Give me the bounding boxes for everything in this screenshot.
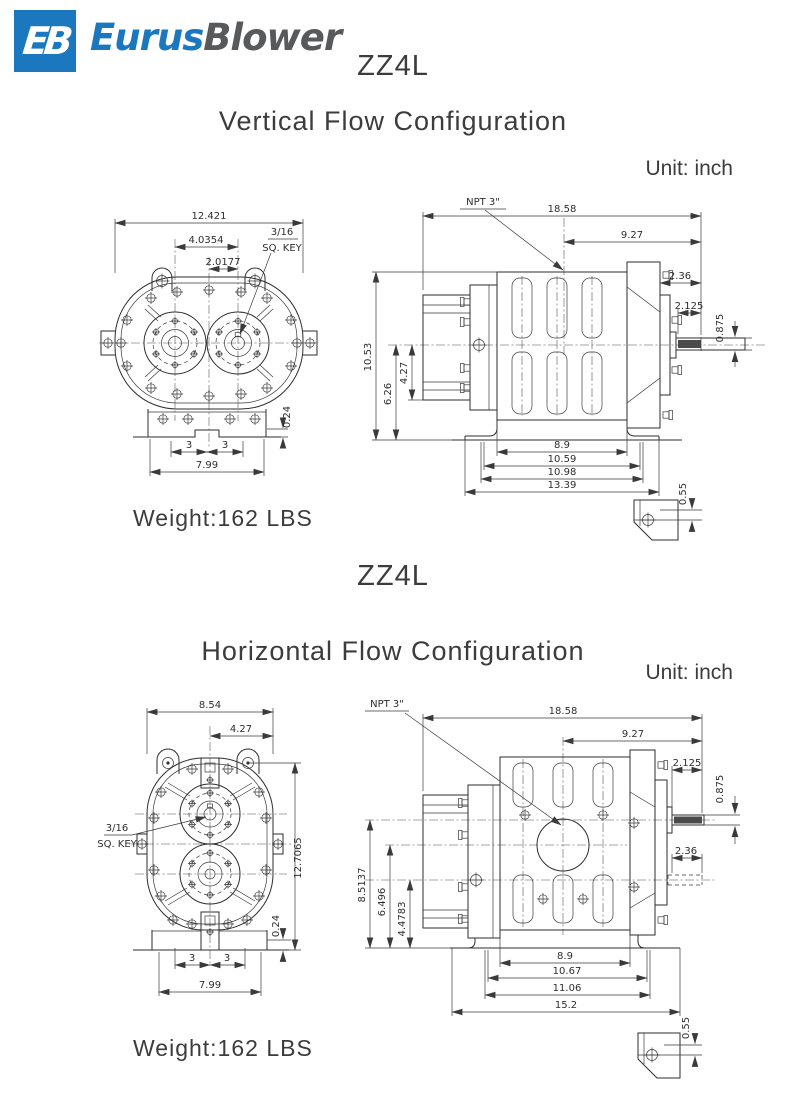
model-title-vertical: ZZ4L bbox=[357, 50, 429, 82]
dim-foot-mid2: 10.98 bbox=[548, 467, 577, 478]
dim-port-to-end: 9.27 bbox=[622, 729, 644, 740]
dim-foot-inner: 8.9 bbox=[557, 951, 573, 962]
gearbox bbox=[422, 284, 498, 411]
drive-end bbox=[626, 261, 682, 429]
dimensions: 12.421 4.0354 2.0177 3/16 SQ. KEY 3 3 7.… bbox=[114, 211, 304, 476]
dim-shaft-length: 2.125 bbox=[675, 301, 704, 312]
dim-base-step: 0.24 bbox=[271, 915, 282, 937]
dimensions: NPT 3" 18.58 9.27 2.36 2.125 0.875 10.53… bbox=[363, 197, 752, 496]
blower-body bbox=[499, 756, 631, 931]
drive-end bbox=[627, 749, 673, 936]
mounting-base bbox=[133, 930, 289, 951]
rotor-bores bbox=[164, 782, 256, 906]
horizontal-config-title: Horizontal Flow Configuration bbox=[201, 636, 585, 666]
dim-bracket-hole: 0.55 bbox=[681, 1017, 692, 1039]
dim-port-to-end: 9.27 bbox=[621, 230, 643, 241]
key-size-label: 3/16 bbox=[271, 227, 293, 238]
brand-eurus: Eurus bbox=[90, 16, 204, 59]
dim-shaft-length: 2.125 bbox=[673, 758, 702, 769]
vertical-config-title: Vertical Flow Configuration bbox=[218, 106, 568, 136]
dim-foot-outer: 15.2 bbox=[555, 1000, 577, 1011]
dim-overall-height: 12.7065 bbox=[293, 837, 304, 878]
mounting-base bbox=[133, 409, 281, 438]
dim-axis-to-base: 6.26 bbox=[383, 383, 394, 405]
dim-base-step: 0.24 bbox=[282, 406, 293, 428]
dim-port-axis-to-base: 6.496 bbox=[377, 888, 388, 917]
dim-foot-inner: 8.9 bbox=[554, 440, 570, 451]
centerlines bbox=[99, 239, 319, 447]
dim-base-width: 7.99 bbox=[199, 980, 221, 991]
dim-shaft-clearance: 2.36 bbox=[675, 846, 697, 857]
port-callout: NPT 3" bbox=[466, 197, 500, 208]
weight-label-vertical: Weight:162 LBS bbox=[133, 505, 313, 531]
horizontal-side-view-drawing: NPT 3" 18.58 9.27 2.125 0.875 2.36 8.513… bbox=[357, 699, 740, 1079]
brand-blower: Blower bbox=[203, 16, 342, 59]
dim-foot-mid1: 10.59 bbox=[548, 454, 577, 465]
dim-axis-to-gearbox: 4.27 bbox=[399, 362, 410, 384]
mounting-feet bbox=[452, 420, 682, 441]
dim-bolt-span-left: 3 bbox=[189, 953, 195, 964]
dimensions: 8.54 4.27 12.7065 3/16 SQ. KEY 0.24 3 3 … bbox=[97, 700, 304, 996]
port-callout: NPT 3" bbox=[370, 699, 404, 710]
model-title-horizontal: ZZ4L bbox=[357, 560, 429, 592]
dim-base-width: 7.99 bbox=[196, 460, 218, 471]
dim-shaft-half-spacing: 2.0177 bbox=[206, 257, 241, 268]
dim-overall-length: 18.58 bbox=[548, 204, 577, 215]
dim-overall-width: 8.54 bbox=[199, 700, 221, 711]
key-type-label: SQ. KEY bbox=[262, 243, 302, 254]
dim-bolt-span-left: 3 bbox=[186, 440, 192, 451]
dim-overall-length: 18.58 bbox=[549, 706, 578, 717]
eurusblower-logo-icon: EB bbox=[14, 10, 76, 72]
brand-name: EurusBlower bbox=[90, 16, 342, 59]
dim-shaft-diameter: 0.875 bbox=[715, 314, 726, 343]
unit-label-horizontal: Unit: inch bbox=[645, 661, 733, 684]
dim-overall-width: 12.421 bbox=[192, 211, 227, 222]
drive-shaft bbox=[676, 337, 746, 351]
weight-label-horizontal: Weight:162 LBS bbox=[133, 1035, 313, 1061]
gearbox bbox=[422, 784, 501, 939]
unit-label-vertical: Unit: inch bbox=[645, 157, 733, 180]
dim-bracket-hole: 0.55 bbox=[678, 483, 689, 505]
dim-lower-axis-to-base: 4.4783 bbox=[397, 902, 408, 937]
rotor-bores bbox=[143, 304, 274, 382]
key-type-label: SQ. KEY bbox=[97, 839, 137, 850]
centerlines bbox=[388, 218, 767, 416]
dim-foot-mid1: 10.67 bbox=[553, 966, 582, 977]
dim-axis-to-base: 8.5137 bbox=[357, 868, 368, 903]
dim-foot-mid2: 11.06 bbox=[553, 983, 582, 994]
mounting-feet bbox=[450, 935, 680, 949]
dim-bolt-span-right: 3 bbox=[222, 440, 228, 451]
housing-outline bbox=[135, 748, 285, 951]
foot-bracket-detail: 0.55 bbox=[633, 483, 702, 541]
centerlines bbox=[365, 737, 715, 935]
vertical-end-view-drawing: 12.421 4.0354 2.0177 3/16 SQ. KEY 3 3 7.… bbox=[99, 211, 319, 476]
dim-center-to-edge: 4.27 bbox=[230, 724, 252, 735]
blower-body bbox=[496, 271, 628, 421]
key-size-label: 3/16 bbox=[106, 823, 128, 834]
dim-shaft-clearance: 2.36 bbox=[669, 271, 691, 282]
drive-shaft bbox=[667, 813, 705, 886]
vertical-side-view-drawing: NPT 3" 18.58 9.27 2.36 2.125 0.875 10.53… bbox=[363, 197, 767, 541]
dim-shaft-spacing: 4.0354 bbox=[189, 235, 224, 246]
dim-shaft-diameter: 0.875 bbox=[715, 775, 726, 804]
foot-bracket-detail: 0.55 bbox=[637, 1017, 702, 1079]
horizontal-end-view-drawing: 8.54 4.27 12.7065 3/16 SQ. KEY 0.24 3 3 … bbox=[97, 700, 304, 996]
dim-overall-height: 10.53 bbox=[363, 343, 374, 372]
dim-bolt-span-right: 3 bbox=[224, 953, 230, 964]
dimensions: NPT 3" 18.58 9.27 2.125 0.875 2.36 8.513… bbox=[357, 699, 740, 1016]
dim-foot-outer: 13.39 bbox=[548, 480, 577, 491]
